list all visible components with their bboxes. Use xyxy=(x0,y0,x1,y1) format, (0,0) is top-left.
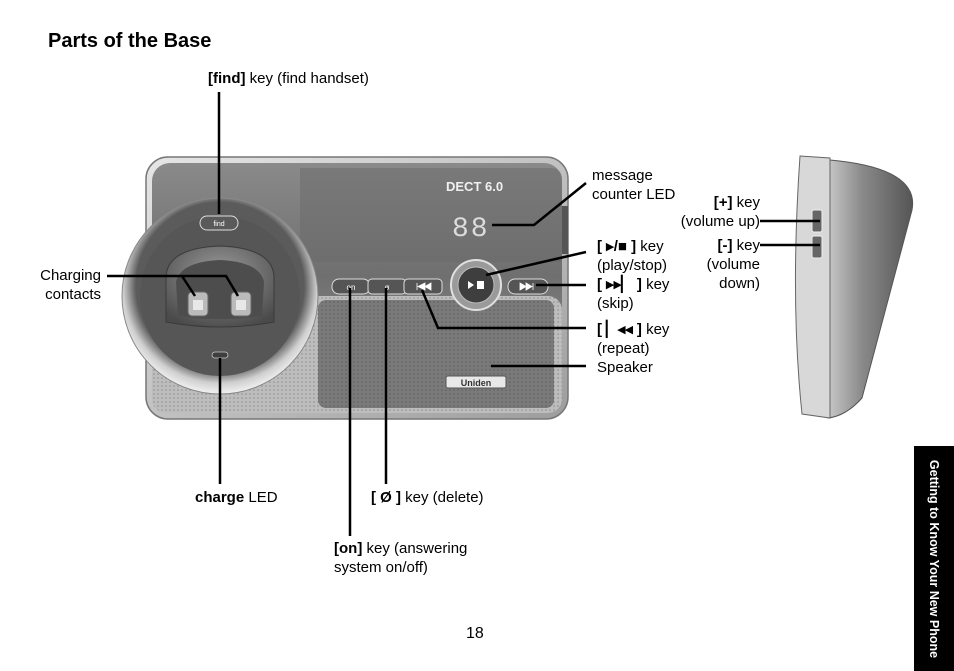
play-icon xyxy=(468,281,474,289)
repeat-key-label: [ ▏◂◂ ] key (repeat) xyxy=(597,321,670,357)
find-key[interactable]: find xyxy=(199,215,239,231)
key-row: on ø xyxy=(331,259,549,311)
volume-down-key-label: [-] key (volume down) xyxy=(706,237,760,292)
page-title: Parts of the Base xyxy=(48,30,212,52)
on-key-label: [on] key (answering system on/off) xyxy=(334,540,468,576)
find-key-label: [find] key (find handset) xyxy=(208,70,369,87)
delete-key-label: [ Ø ] key (delete) xyxy=(371,489,484,506)
logo-text: Uniden xyxy=(461,378,492,388)
charge-led xyxy=(211,351,229,359)
play-stop-key-label: [ ▸/■ ] key (play/stop) xyxy=(597,238,668,274)
page-number: 18 xyxy=(466,625,484,642)
message-counter-display: 88 xyxy=(452,214,490,245)
section-tab-text: Getting to Know Your New Phone xyxy=(927,459,941,658)
leader-lines xyxy=(107,92,820,536)
skip-key-label: [ ▸▸▏ ] key (skip) xyxy=(597,276,670,312)
volume-down-key[interactable] xyxy=(811,235,823,259)
speaker-label: Speaker xyxy=(597,359,653,376)
charging-contacts xyxy=(187,291,252,317)
logo-plate xyxy=(445,375,507,389)
play-stop-key[interactable] xyxy=(457,266,495,304)
delete-key-text: ø xyxy=(385,283,390,292)
volume-up-key-label: [+] key (volume up) xyxy=(680,194,760,230)
base-side-view xyxy=(794,155,914,419)
skip-icon xyxy=(519,282,534,291)
section-tab: Getting to Know Your New Phone xyxy=(914,446,954,671)
stop-icon xyxy=(477,281,484,289)
on-key-text: on xyxy=(347,283,356,292)
charging-contacts-label: Charging contacts xyxy=(40,267,101,303)
repeat-icon xyxy=(416,282,432,291)
dect-badge: DECT 6.0 xyxy=(446,179,503,194)
charge-led-label: charge LED xyxy=(195,489,278,506)
message-counter-label: message counter LED xyxy=(592,167,676,203)
find-key-text: find xyxy=(213,221,224,228)
